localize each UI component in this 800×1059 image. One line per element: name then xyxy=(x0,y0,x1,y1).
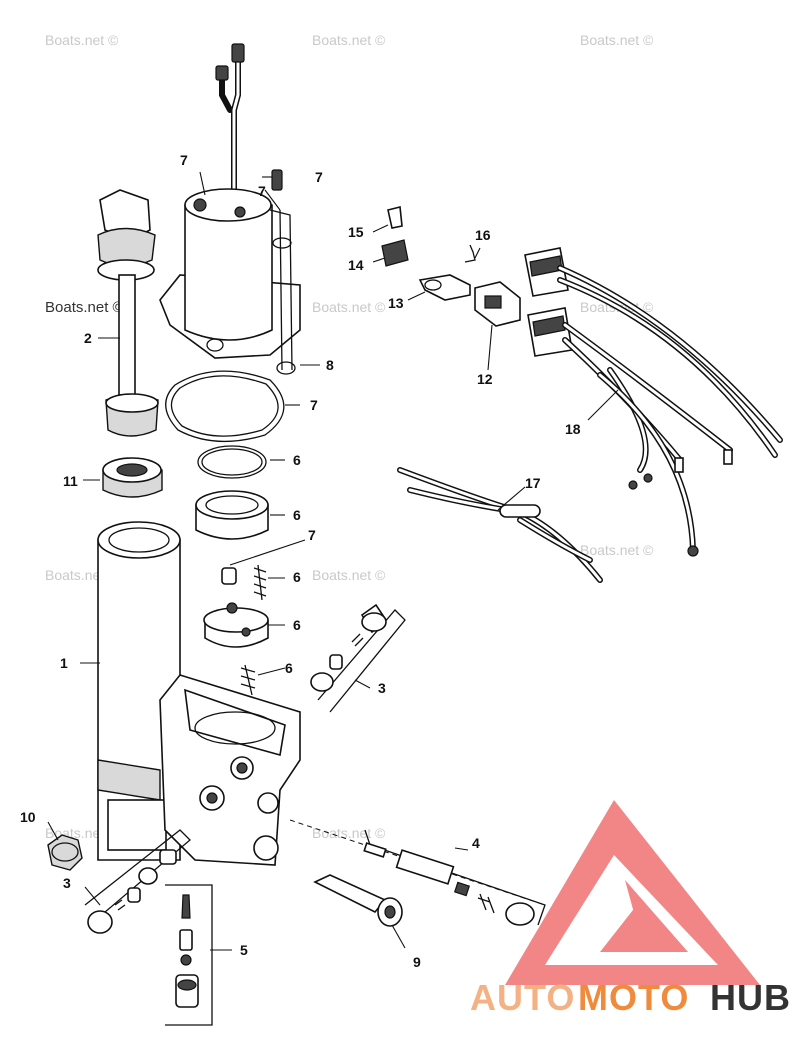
callout-2: 2 xyxy=(84,330,92,346)
wire-lead xyxy=(397,467,603,583)
watermark: Boats.net © xyxy=(580,32,654,48)
callout-8: 8 xyxy=(326,357,334,373)
pump-manifold xyxy=(159,674,301,866)
filter xyxy=(47,834,83,871)
callout-12: 12 xyxy=(477,371,493,387)
brand-logo xyxy=(505,800,760,985)
manual-release-valve xyxy=(313,874,403,927)
brand-part-auto: AUTO xyxy=(470,977,575,1018)
watermark: Boats.net © xyxy=(580,542,654,558)
callout-16: 16 xyxy=(475,227,491,243)
callout-9: 9 xyxy=(413,954,421,970)
callout-7: 7 xyxy=(315,169,323,185)
check-valve-group xyxy=(310,603,406,713)
small-parts xyxy=(203,564,269,696)
seal xyxy=(102,457,163,498)
brand-wordmark: AUTO MOTO HUB xyxy=(470,977,791,1018)
trim-ram xyxy=(97,189,159,437)
callout-7: 7 xyxy=(180,152,188,168)
callout-7: 7 xyxy=(310,397,318,413)
electrical-parts xyxy=(381,206,521,327)
callout-17: 17 xyxy=(525,475,541,491)
watermark: Boats.net © xyxy=(312,567,386,583)
callout-14: 14 xyxy=(348,257,364,273)
callout-3: 3 xyxy=(378,680,386,696)
callout-13: 13 xyxy=(388,295,404,311)
callout-7: 7 xyxy=(308,527,316,543)
watermark: Boats.net © xyxy=(312,825,386,841)
brand-part-moto: MOTO xyxy=(578,977,689,1018)
callout-15: 15 xyxy=(348,224,364,240)
callout-5: 5 xyxy=(240,942,248,958)
callout-7: 7 xyxy=(258,183,266,199)
callout-1: 1 xyxy=(60,655,68,671)
check-valve-group xyxy=(84,829,191,934)
trim-motor xyxy=(159,43,301,375)
watermark: Boats.net © xyxy=(312,32,386,48)
brand-part-hub: HUB xyxy=(710,977,791,1018)
leader-lines xyxy=(47,171,619,951)
callouts: 1 2 3 3 4 5 6 6 6 6 6 7 7 7 7 7 8 9 10 1… xyxy=(20,152,581,970)
watermark: Boats.net © xyxy=(45,32,119,48)
watermark: Boats.net © xyxy=(312,299,386,315)
callout-11: 11 xyxy=(63,473,78,489)
watermark: Boats.net © xyxy=(45,299,124,316)
rings xyxy=(195,445,269,540)
callout-10: 10 xyxy=(20,809,36,825)
wiring-harness xyxy=(524,247,783,557)
trim-cylinder xyxy=(97,521,181,861)
callout-4: 4 xyxy=(472,835,480,851)
callout-6: 6 xyxy=(293,452,301,468)
callout-18: 18 xyxy=(565,421,581,437)
callout-6: 6 xyxy=(293,507,301,523)
callout-6: 6 xyxy=(285,660,293,676)
callout-6: 6 xyxy=(293,617,301,633)
callout-6: 6 xyxy=(293,569,301,585)
o-ring xyxy=(165,370,285,443)
callout-3: 3 xyxy=(63,875,71,891)
valve-assembly xyxy=(289,819,546,926)
relief-valve-group xyxy=(165,884,213,1026)
